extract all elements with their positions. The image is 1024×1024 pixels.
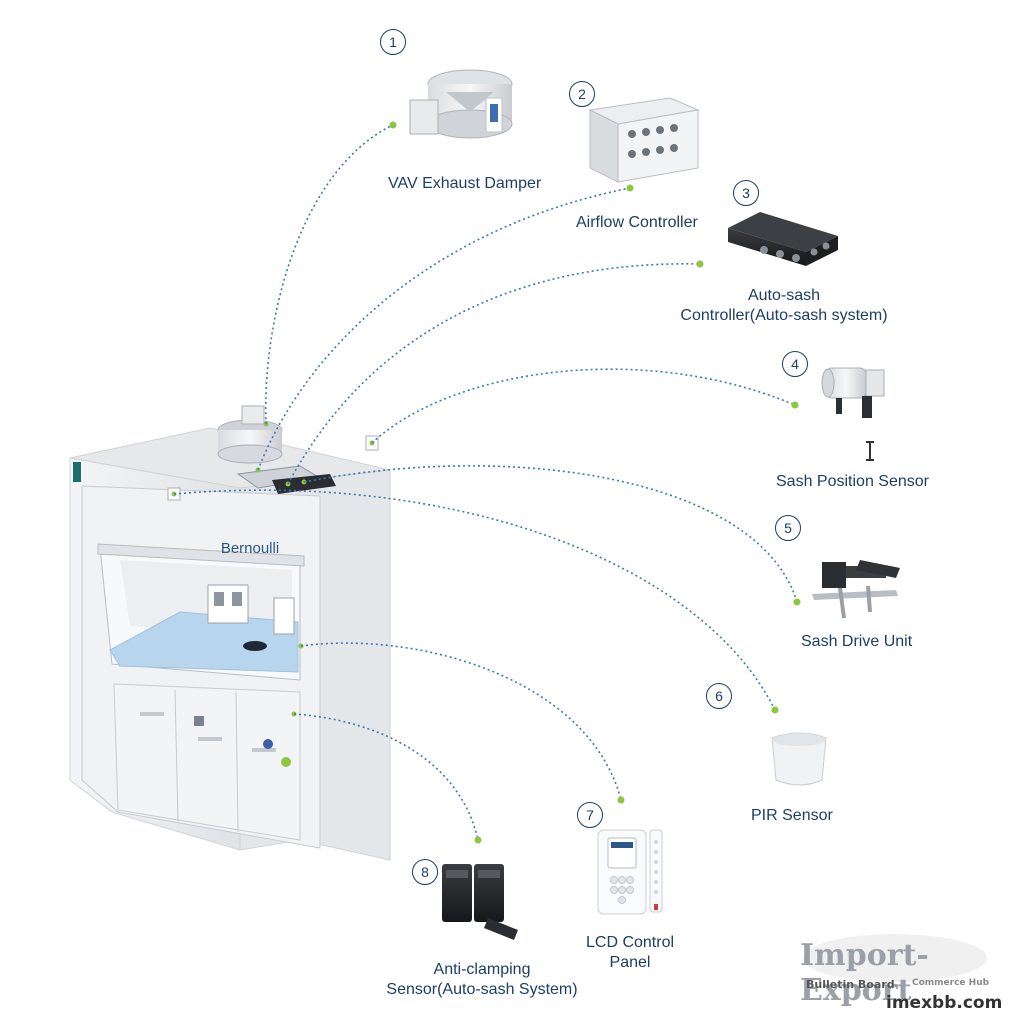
connector-lcd-panel (300, 642, 622, 801)
pir-sensor-image (771, 732, 827, 786)
connector-sash-position-sensor (371, 368, 796, 444)
connector-sash-drive-unit (303, 465, 798, 603)
watermark-title: Import-Export (800, 938, 929, 1008)
label-anti-clamping-sensor-line2: Sensor(Auto-sash System) (386, 981, 578, 998)
connector-lines (173, 124, 798, 841)
label-auto-sash-controller-line2: Controller(Auto-sash system) (680, 307, 888, 324)
sash-position-sensor-image (821, 367, 885, 461)
label-airflow-controller: Airflow Controller (576, 214, 698, 231)
anti-clamping-sensor-image (442, 864, 518, 940)
connector-airflow-controller (257, 187, 631, 471)
number-badge-4: 4 (782, 351, 808, 377)
watermark-subtitle-left: Bulletin Board (806, 978, 895, 991)
label-lcd-control-panel-line2: Panel (609, 954, 651, 971)
label-anti-clamping-sensor: Anti-clamping Sensor(Auto-sash System) (376, 960, 588, 1000)
label-auto-sash-controller-line1: Auto-sash (747, 287, 821, 304)
label-auto-sash-controller: Auto-sash Controller(Auto-sash system) (664, 286, 904, 326)
label-anti-clamping-sensor-line1: Anti-clamping (433, 961, 531, 978)
label-pir-sensor: PIR Sensor (751, 807, 833, 824)
number-badge-2: 2 (569, 81, 595, 107)
sash-drive-unit-image (812, 560, 900, 618)
auto-sash-controller-image (728, 212, 838, 266)
connector-endpoints (389, 121, 801, 844)
label-lcd-control-panel-line1: LCD Control (585, 934, 675, 951)
connector-pir-sensor (173, 489, 776, 711)
connector-damper (264, 124, 394, 425)
number-badge-1: 1 (380, 29, 406, 55)
number-badge-8: 8 (412, 859, 438, 885)
number-badge-3: 3 (733, 180, 759, 206)
number-badge-7: 7 (577, 802, 603, 828)
number-badge-5: 5 (775, 515, 801, 541)
watermark (803, 934, 987, 982)
label-sash-position-sensor: Sash Position Sensor (776, 473, 929, 490)
label-sash-drive-unit: Sash Drive Unit (801, 633, 913, 650)
connector-auto-sash-controller (287, 263, 701, 485)
airflow-controller-image (588, 97, 700, 183)
watermark-url: imexbb.com (886, 993, 1003, 1013)
number-badge-6: 6 (706, 683, 732, 709)
label-lcd-control-panel: LCD Control Panel (575, 933, 685, 973)
hood-brand-logo: Bernoulli (221, 540, 279, 557)
vav-exhaust-damper-image (409, 69, 513, 139)
watermark-subtitle-right: Commerce Hub (912, 978, 990, 988)
lcd-control-panel-image (597, 829, 663, 915)
fume-hood: Bernoulli (69, 405, 391, 861)
label-vav-exhaust-damper: VAV Exhaust Damper (388, 175, 542, 192)
